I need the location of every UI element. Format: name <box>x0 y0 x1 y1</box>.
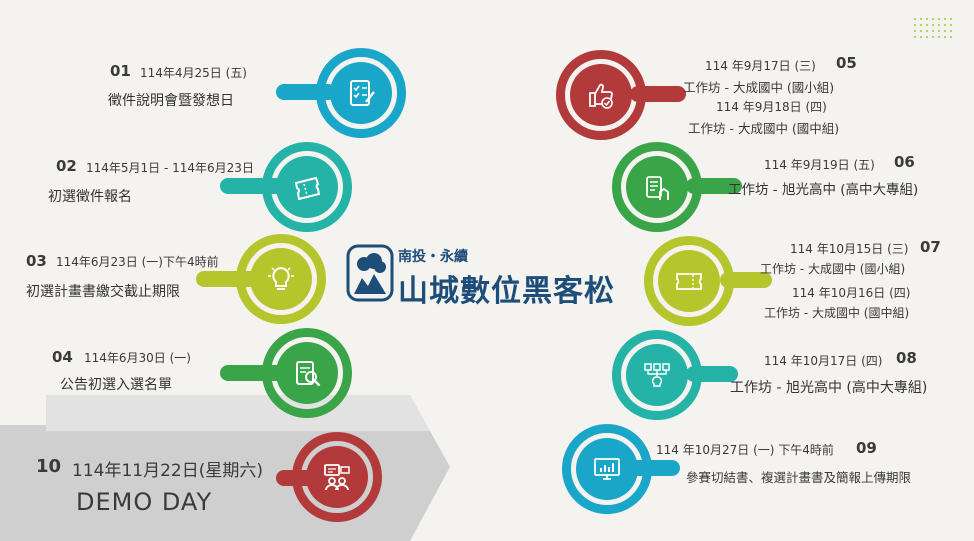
item-description: 參賽切結書、複選計畫書及簡報上傳期限 <box>686 470 912 485</box>
item-number: 03 <box>26 252 47 270</box>
item-number: 07 <box>920 238 941 256</box>
item-description: 初選計畫書繳交截止期限 <box>26 284 180 300</box>
item-description: 徵件說明會暨發想日 <box>108 93 234 109</box>
item-date: 114年6月23日 (一)下午4時前 <box>56 255 219 269</box>
flowchart-idea-icon <box>626 344 688 406</box>
item-date: 114年5月1日 - 114年6月23日 <box>86 161 254 175</box>
item-description: 初選徵件報名 <box>48 189 132 205</box>
item-date: 114年11月22日(星期六) <box>72 461 263 481</box>
item-date: 114 年10月27日 (一) 下午4時前 <box>656 443 834 457</box>
item-number: 10 <box>36 456 62 477</box>
event-logo: 南投・永續 山城數位黑客松 <box>346 240 636 310</box>
item-description: 工作坊 - 旭光高中 (高中大專組) <box>730 380 928 396</box>
clipboard-hand-icon <box>626 156 688 218</box>
item-date: 114年4月25日 (五) <box>140 66 247 80</box>
item-number: 06 <box>894 153 915 171</box>
item-date: 114 年9月19日 (五) <box>764 158 875 172</box>
item-description-2: 工作坊 - 大成國中 (國中組) <box>764 306 910 320</box>
item-number: 09 <box>856 439 877 457</box>
item-description: 公告初選入選名單 <box>60 377 172 393</box>
decorative-dots-top-right <box>912 16 952 40</box>
checklist-icon <box>330 62 392 124</box>
lightbulb-icon <box>250 248 312 310</box>
item-number: 01 <box>110 62 131 80</box>
logo-emblem-icon <box>346 244 394 302</box>
item-description: DEMO DAY <box>76 488 213 516</box>
item-number: 02 <box>56 157 77 175</box>
item-date: 114 年9月17日 (三) <box>705 59 816 73</box>
item-description-2: 工作坊 - 大成國中 (國中組) <box>688 121 840 136</box>
item-date: 114 年10月17日 (四) <box>764 354 883 368</box>
item-description: 工作坊 - 大成國中 (國小組) <box>683 80 835 95</box>
item-description: 工作坊 - 旭光高中 (高中大專組) <box>728 182 919 198</box>
ticket-icon <box>276 156 338 218</box>
thumbs-up-icon <box>570 64 632 126</box>
document-search-icon <box>276 342 338 404</box>
monitor-chart-icon <box>576 438 638 500</box>
logo-title: 山城數位黑客松 <box>398 274 615 309</box>
ticket-icon <box>658 250 720 312</box>
item-number: 08 <box>896 349 917 367</box>
item-date-2: 114 年10月16日 (四) <box>792 286 911 300</box>
item-description: 工作坊 - 大成國中 (國小組) <box>760 262 906 276</box>
item-date-2: 114 年9月18日 (四) <box>716 100 827 114</box>
logo-subtitle: 南投・永續 <box>398 249 468 265</box>
item-date: 114 年10月15日 (三) <box>790 242 909 256</box>
presentation-people-icon <box>306 446 368 508</box>
item-number: 04 <box>52 348 73 366</box>
item-date: 114年6月30日 (一) <box>84 351 191 365</box>
item-number: 05 <box>836 54 857 72</box>
